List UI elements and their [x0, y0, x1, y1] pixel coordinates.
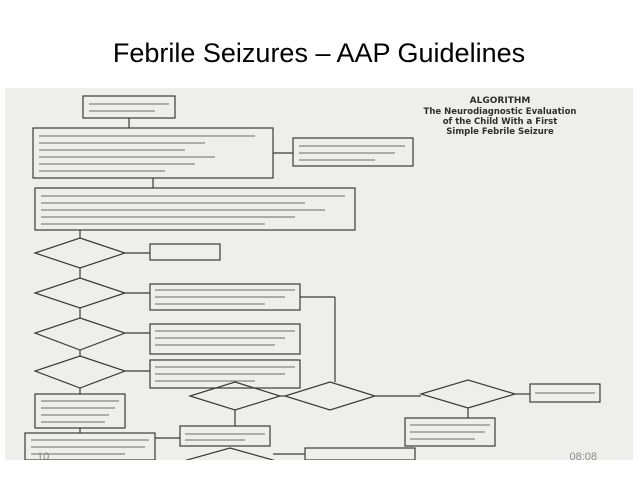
- box-child-about-18-months: [34, 393, 126, 429]
- diamond-findings-bacterial: [418, 379, 518, 409]
- flowchart-diagram: ALGORITHM The Neurodiagnostic Evaluation…: [24, 95, 601, 460]
- diamond-age-under-1: [33, 277, 127, 309]
- box-lumbar-puncture: [149, 243, 221, 261]
- slide-title: Febrile Seizures – AAP Guidelines: [112, 38, 526, 68]
- box-observe: [179, 425, 271, 447]
- diamond-antibiotics: [33, 317, 127, 351]
- box-consider-lp-2: [149, 323, 301, 355]
- algorithm-header-line2: The Neurodiagnostic Evaluation: [424, 107, 577, 117]
- diamond-12-18-months: [33, 355, 127, 389]
- diamond-medically-stable: [184, 447, 276, 460]
- algorithm-header-line4: Simple Febrile Seizure: [446, 127, 554, 137]
- box-1: [82, 95, 176, 119]
- box-evaluate-and-treat: [404, 417, 496, 447]
- algorithm-scan-image: ALGORITHM The Neurodiagnostic Evaluation…: [5, 88, 633, 460]
- algorithm-header-line1: ALGORITHM: [470, 96, 531, 106]
- box-consider-lp-3: [149, 359, 301, 389]
- scanned-text-lines: [31, 103, 595, 455]
- slide-time: 08:08: [569, 451, 597, 463]
- slide-number: 10: [37, 451, 50, 463]
- box-do-not-perform-lp: [24, 432, 156, 460]
- box-discharge: [304, 447, 416, 460]
- algorithm-header: ALGORITHM The Neurodiagnostic Evaluation…: [424, 96, 577, 137]
- box-3-evaluation: [34, 187, 356, 231]
- box-treat-meningitis: [529, 383, 601, 403]
- diamond-lumbar-puncture-performed: [187, 381, 283, 411]
- box-no-path: [292, 137, 414, 167]
- diamond-lp-normal: [282, 381, 378, 411]
- diamond-meningeal-signs: [33, 237, 127, 269]
- algorithm-header-line3: of the Child With a First: [443, 117, 558, 127]
